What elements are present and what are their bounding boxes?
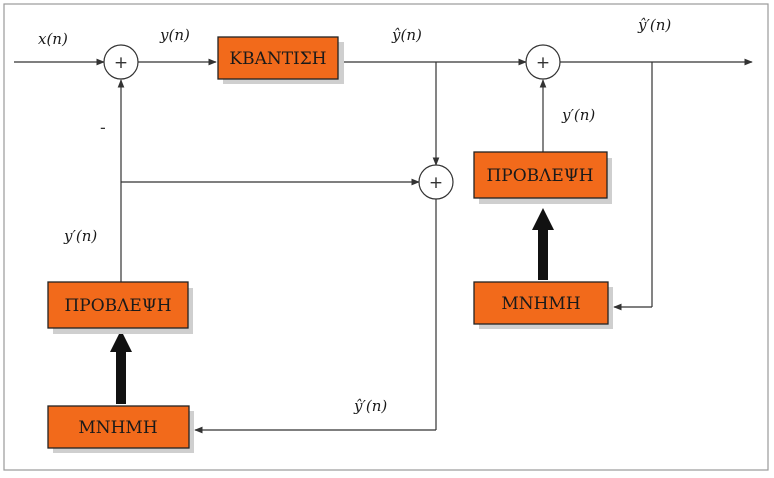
memory-block-decoder: ΜΝΗΜΗ xyxy=(473,281,613,329)
memory-block-encoder: ΜΝΗΜΗ xyxy=(47,405,194,453)
label-decoder-prediction: y′(n) xyxy=(561,106,595,124)
svg-text:ΠΡΟΒΛΕΨΗ: ΠΡΟΒΛΕΨΗ xyxy=(486,166,593,186)
svg-text:+: + xyxy=(429,173,443,193)
predictor-block-encoder: ΠΡΟΒΛΕΨΗ xyxy=(47,281,193,334)
svg-text:ΚΒΑΝΤΙΣΗ: ΚΒΑΝΤΙΣΗ xyxy=(229,49,326,69)
sum-junction-feedback: + xyxy=(418,164,454,200)
memory-to-predictor-arrows xyxy=(110,208,554,404)
minus-sign: - xyxy=(100,118,106,137)
svg-text:ΜΝΗΜΗ: ΜΝΗΜΗ xyxy=(501,294,580,314)
label-encoder-prediction: y′(n) xyxy=(63,227,97,245)
svg-text:+: + xyxy=(114,53,128,73)
signal-lines xyxy=(14,58,753,434)
label-error: y(n) xyxy=(159,26,190,44)
predictor-block-decoder: ΠΡΟΒΛΕΨΗ xyxy=(473,151,612,204)
label-quantized: ŷ(n) xyxy=(391,26,422,44)
svg-text:ΠΡΟΒΛΕΨΗ: ΠΡΟΒΛΕΨΗ xyxy=(64,296,171,316)
sum-junction-encoder: + xyxy=(103,44,139,80)
diagram-frame xyxy=(3,3,769,471)
label-input: x(n) xyxy=(38,30,68,48)
svg-text:ΜΝΗΜΗ: ΜΝΗΜΗ xyxy=(78,418,157,438)
label-reconstructed: ŷ′(n) xyxy=(353,397,387,415)
svg-text:+: + xyxy=(536,53,550,73)
sum-junction-decoder: + xyxy=(525,44,561,80)
label-output: ŷ′(n) xyxy=(637,16,671,34)
quantizer-block: ΚΒΑΝΤΙΣΗ xyxy=(217,36,344,84)
